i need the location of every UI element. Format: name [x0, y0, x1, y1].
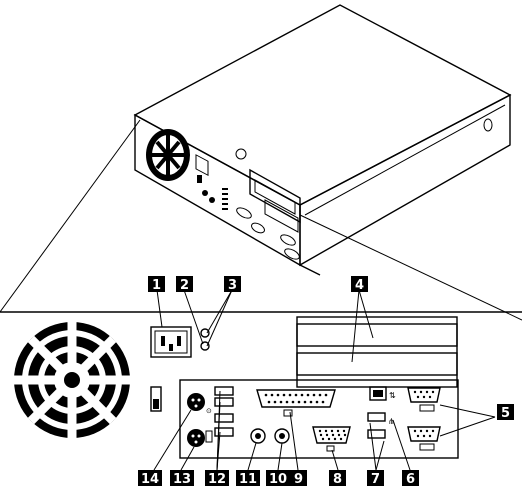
callout-10: 10 [266, 470, 290, 487]
computer-isometric-view [135, 5, 510, 275]
keyboard-port [187, 429, 212, 447]
callout-12: 12 [205, 470, 229, 487]
svg-text:⇅: ⇅ [389, 391, 396, 400]
callout-13: 13 [170, 470, 194, 487]
monitor-port [313, 427, 350, 451]
svg-text:⊙: ⊙ [206, 407, 212, 415]
audio-jacks [251, 429, 289, 443]
parallel-port [257, 390, 335, 416]
fan-grille [14, 322, 130, 438]
callout-8: 8 [329, 470, 346, 487]
usb-ports-right: ⋔ [368, 413, 395, 438]
svg-text:5: 5 [501, 406, 510, 421]
svg-text:3: 3 [228, 278, 237, 293]
callout-11: 11 [236, 470, 260, 487]
ethernet-port: ⇅ [370, 387, 396, 400]
callout-9: 9 [290, 470, 307, 487]
callout-3: 3 [224, 276, 241, 293]
io-plate [180, 380, 458, 458]
callout-1: 1 [148, 276, 165, 293]
callout-7: 7 [367, 470, 384, 487]
callout-4: 4 [351, 276, 368, 293]
svg-text:1: 1 [152, 278, 161, 293]
svg-text:10: 10 [269, 472, 287, 487]
expansion-slots [297, 317, 457, 387]
voltage-switch [151, 387, 161, 411]
svg-text:14: 14 [141, 472, 159, 487]
usb-ports-left [215, 387, 233, 436]
callout-2: 2 [176, 276, 193, 293]
callout-5: 5 [497, 404, 514, 421]
svg-text:7: 7 [371, 472, 380, 487]
svg-text:9: 9 [294, 472, 303, 487]
zoom-lines [0, 120, 522, 320]
svg-text:12: 12 [208, 472, 226, 487]
serial-ports [408, 388, 440, 450]
svg-text:13: 13 [173, 472, 191, 487]
callout-14: 14 [138, 470, 162, 487]
mouse-port: ⊙ [187, 393, 212, 415]
svg-text:11: 11 [239, 472, 257, 487]
svg-text:6: 6 [406, 472, 415, 487]
iso-fan [146, 129, 190, 181]
svg-text:2: 2 [180, 278, 189, 293]
callout-6: 6 [402, 470, 419, 487]
power-connector [151, 327, 191, 357]
svg-text:8: 8 [333, 472, 342, 487]
svg-text:4: 4 [355, 278, 364, 293]
rear-panel: ⊙ [0, 276, 522, 487]
